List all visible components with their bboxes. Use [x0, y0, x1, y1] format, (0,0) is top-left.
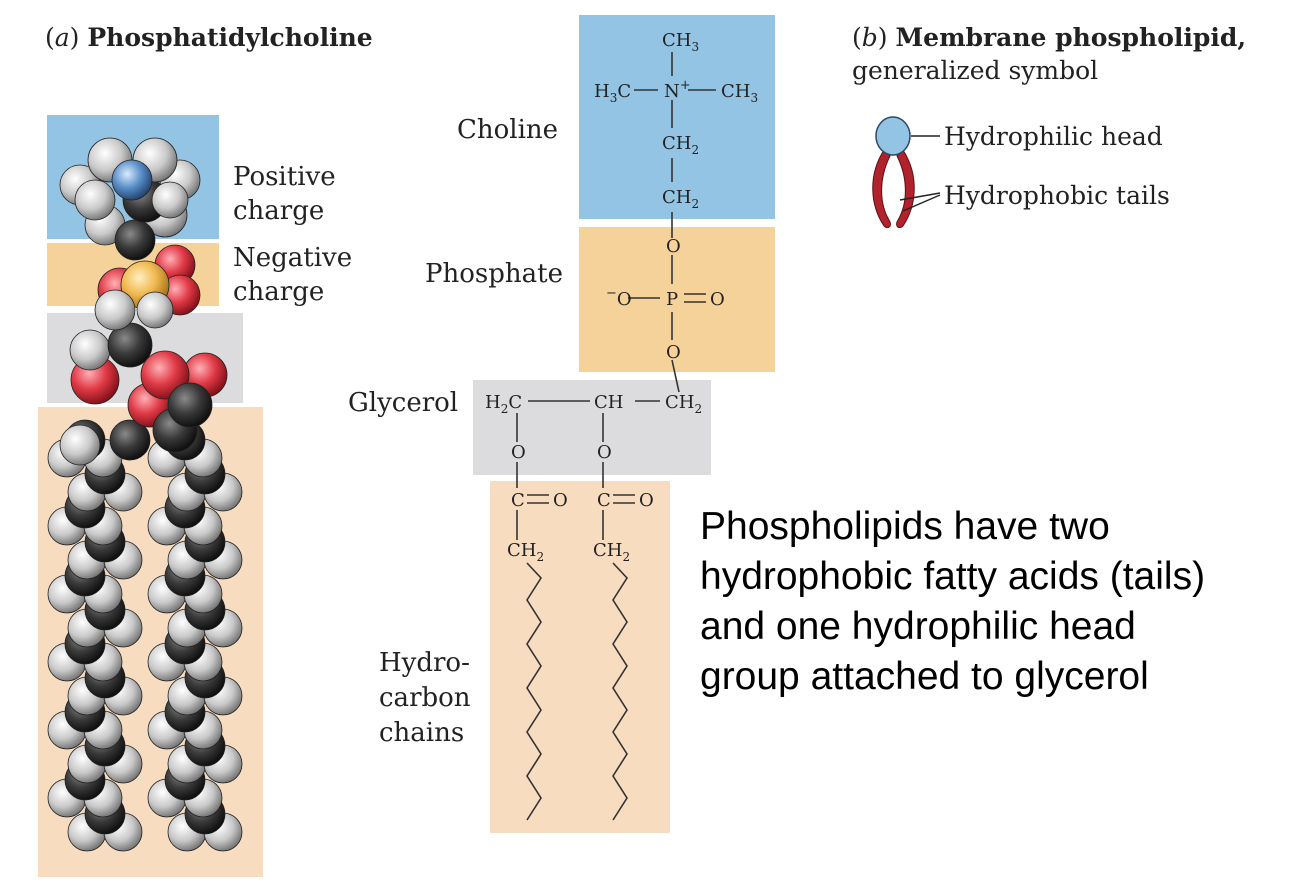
- caption-line-2: hydrophobic fatty acids (tails): [700, 555, 1206, 598]
- space-filling-model: [47, 137, 243, 852]
- carbon-atom: [114, 219, 156, 261]
- atom-o-minus: −O: [606, 286, 632, 310]
- atom-ch2-right: CH2: [665, 392, 702, 416]
- hydrogen-atom: [136, 291, 174, 329]
- hydrocarbon-label-1: Hydro-: [379, 648, 470, 678]
- panel-b-letter: b: [862, 23, 878, 52]
- hydrocarbon-box: [490, 481, 670, 833]
- atom-ch2-a: CH2: [662, 133, 699, 157]
- panel-b-subtitle: generalized symbol: [852, 56, 1098, 85]
- hydrophobic-tails-label: Hydrophobic tails: [944, 181, 1170, 210]
- carbon-atom: [167, 382, 213, 428]
- panel-b-name: Membrane phospholipid,: [895, 23, 1246, 52]
- negative-label-2: charge: [233, 277, 324, 307]
- atom-ch2-chain-right: CH2: [593, 540, 630, 564]
- negative-label-1: Negative: [233, 243, 352, 273]
- atom-o-left: O: [511, 442, 526, 463]
- head-icon: [875, 116, 911, 156]
- glycerol-label: Glycerol: [348, 388, 458, 418]
- caption-line-3: and one hydrophilic head: [700, 605, 1136, 648]
- atom-o-bottom: O: [666, 342, 681, 363]
- hydrocarbon-label-3: chains: [379, 718, 464, 748]
- hydrogen-atom: [59, 424, 101, 466]
- atom-o-carbonyl-right: O: [639, 490, 654, 511]
- positive-label-1: Positive: [233, 162, 336, 192]
- phospholipid-symbol: [872, 116, 915, 229]
- positive-label-2: charge: [233, 196, 324, 226]
- atom-o-top: O: [666, 236, 681, 257]
- right-tail-icon: [896, 149, 915, 229]
- glycerol-box: [473, 380, 711, 475]
- atom-ch: CH: [594, 392, 623, 413]
- hydrogen-atom: [69, 329, 111, 371]
- atom-ch2-b: CH2: [662, 187, 699, 211]
- panel-b-title: (b) Membrane phospholipid,: [852, 23, 1246, 52]
- panel-a-name: Phosphatidylcholine: [87, 23, 372, 52]
- structural-formula: CH3 H3C N+ CH3 CH2 CH2 O −O P O O H2C CH…: [485, 30, 758, 821]
- hydrogen-atom: [151, 181, 189, 219]
- panel-a-title: (a) Phosphatidylcholine: [45, 23, 373, 52]
- phosphate-label: Phosphate: [425, 259, 563, 289]
- atom-h3c: H3C: [594, 81, 631, 105]
- carbon-atom: [109, 419, 151, 461]
- atom-c-left: C: [511, 490, 525, 511]
- nitrogen-atom: [111, 159, 153, 201]
- caption: Phospholipids have two hydrophobic fatty…: [700, 502, 1300, 702]
- atom-ch3-right: CH3: [721, 81, 758, 105]
- atom-o-carbonyl-left: O: [553, 490, 568, 511]
- atom-h2c: H2C: [485, 392, 522, 416]
- atom-p: P: [666, 289, 678, 310]
- hydrocarbon-label-2: carbon: [379, 683, 471, 713]
- phosphate-box: [579, 227, 775, 372]
- choline-box: [579, 15, 775, 219]
- hydrophilic-head-label: Hydrophilic head: [944, 122, 1163, 151]
- atom-ch3-top: CH3: [662, 30, 699, 54]
- atom-c-right: C: [597, 490, 611, 511]
- atom-o-double: O: [710, 289, 725, 310]
- atom-n-plus: N+: [664, 78, 691, 102]
- left-tail-icon: [872, 149, 891, 229]
- atom-o-right: O: [597, 442, 612, 463]
- caption-line-4: group attached to glycerol: [700, 655, 1149, 698]
- caption-line-1: Phospholipids have two: [700, 505, 1110, 548]
- choline-label: Choline: [457, 115, 558, 145]
- atom-ch2-chain-left: CH2: [507, 540, 544, 564]
- hydrogen-atom: [94, 289, 136, 331]
- panel-a-letter: a: [55, 23, 70, 52]
- hydrogen-atom: [74, 179, 116, 221]
